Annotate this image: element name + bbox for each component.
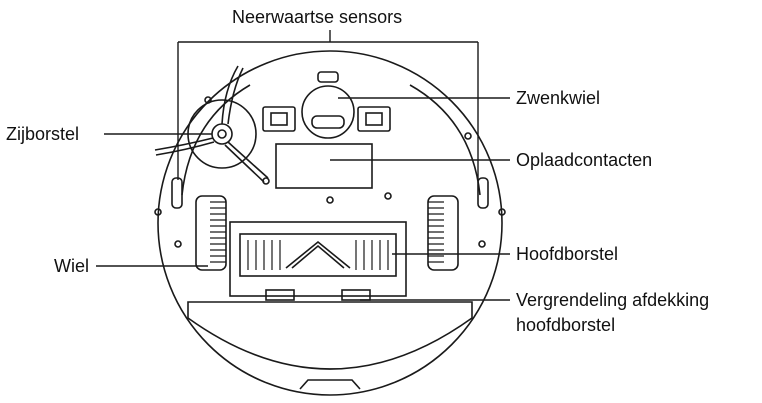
sensor-left-inner — [270, 112, 288, 126]
sensor-right — [357, 106, 391, 132]
bottom-cover-outline — [187, 301, 473, 370]
side-brush-arm-1 — [221, 65, 244, 125]
left-wheel — [195, 195, 227, 271]
side-bump-left — [171, 177, 183, 209]
left-wheel-tread — [210, 201, 226, 263]
sensor-right-inner — [365, 112, 383, 126]
right-wheel-tread — [428, 201, 444, 263]
sensor-left — [262, 106, 296, 132]
label-side-brush: Zijborstel — [6, 124, 80, 144]
screw-8 — [498, 208, 506, 216]
main-brush-housing — [229, 221, 407, 297]
side-brush-arm-2 — [154, 137, 215, 156]
screw-6 — [478, 240, 486, 248]
inner-arc-right — [409, 84, 481, 196]
label-main-brush: Hoofdborstel — [516, 244, 619, 264]
main-brush — [239, 233, 397, 277]
screw-7 — [154, 208, 162, 216]
side-brush-arm-3 — [224, 141, 269, 183]
robot-body-outline — [157, 50, 503, 396]
label-wheel: Wiel — [54, 256, 89, 276]
inner-arc-left — [181, 84, 251, 196]
label-downward-sensors: Neerwaartse sensors — [232, 7, 403, 27]
screw-3 — [326, 196, 334, 204]
side-brush-hub-center — [217, 129, 227, 139]
caster-wheel-shape — [301, 85, 355, 139]
screw-side-brush — [262, 177, 270, 185]
screw-5 — [174, 240, 182, 248]
side-brush-hub — [211, 123, 233, 145]
charging-contacts-plate — [275, 143, 373, 189]
screw-1 — [204, 96, 212, 104]
right-wheel — [427, 195, 459, 271]
latch-right — [341, 289, 371, 301]
label-charging-contacts: Oplaadcontacten — [516, 150, 653, 170]
screw-4 — [464, 132, 472, 140]
latch-left — [265, 289, 295, 301]
label-caster-wheel: Zwenkwiel — [516, 88, 601, 108]
top-sensor-slot — [317, 71, 339, 83]
bottom-notch — [299, 379, 361, 390]
label-main-brush-cover-lock-line1: Vergrendeling afdekking — [516, 290, 710, 310]
main-brush-bristles — [247, 240, 389, 270]
caster-wheel-axle — [311, 115, 345, 129]
screw-2 — [384, 192, 392, 200]
callout-downward-sensors — [177, 30, 479, 180]
label-main-brush-cover-lock-line2: hoofdborstel — [516, 315, 616, 335]
main-brush-helix — [285, 240, 351, 269]
side-bump-right — [477, 177, 489, 209]
